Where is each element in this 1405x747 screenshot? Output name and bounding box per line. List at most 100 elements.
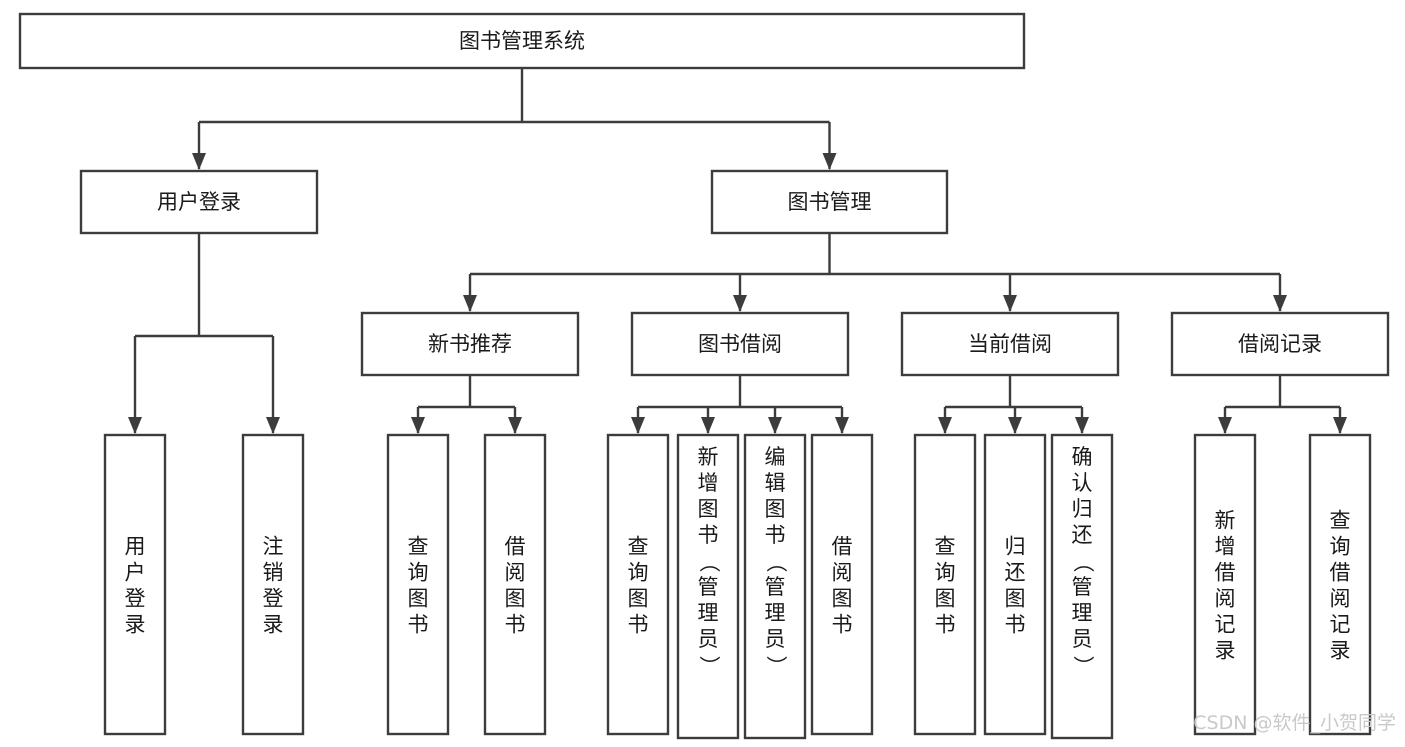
node-label-char: ）	[697, 656, 721, 677]
node-box-borrow-record	[1170, 311, 1390, 377]
arrow-head-icon	[1008, 417, 1022, 434]
node-label-char: 员	[1072, 627, 1093, 651]
node-label-char: 图	[628, 587, 649, 611]
node-label-char: 登	[125, 587, 146, 611]
arrow-head-icon	[938, 417, 952, 434]
node-label-borrow-record: 借阅记录	[1238, 332, 1322, 356]
node-label-char: 阅	[1330, 587, 1351, 611]
node-label-char: 编	[765, 445, 786, 469]
node-label-book-borrow: 图书借阅	[698, 332, 782, 356]
arrow-head-icon	[631, 417, 645, 434]
node-label-char: 图	[765, 497, 786, 521]
node-box-leaf-query-borrow-record	[1308, 433, 1372, 736]
node-box-book-manage	[710, 169, 949, 235]
node-label-char: 借	[505, 535, 526, 559]
node-label-user-login: 用户登录	[157, 190, 241, 214]
node-label-char: 销	[263, 561, 284, 585]
node-label-char: 查	[1330, 509, 1351, 533]
node-label-char: 增	[698, 471, 719, 495]
node-label-book-manage: 图书管理	[788, 190, 872, 214]
arrow-head-icon	[1075, 417, 1089, 434]
node-box-leaf-user-login	[103, 433, 167, 736]
node-box-leaf-add-borrow-record	[1193, 433, 1257, 736]
node-label-char: 还	[1005, 561, 1026, 585]
arrow-head-icon	[1003, 295, 1017, 312]
arrow-head-icon	[128, 417, 142, 434]
node-label-char: 理	[1072, 601, 1093, 625]
node-label-char: 增	[1215, 535, 1236, 559]
arrow-head-icon	[822, 153, 837, 170]
node-label-char: 认	[1072, 471, 1093, 495]
connector-lines-group	[128, 68, 1347, 434]
node-user-login[interactable]: 用户登录	[79, 169, 319, 235]
node-label-char: 登	[263, 587, 284, 611]
node-book-borrow[interactable]: 图书借阅	[630, 311, 850, 377]
node-label-root: 图书管理系统	[459, 29, 585, 53]
node-new-book-rec[interactable]: 新书推荐	[360, 311, 580, 377]
node-label-char: 询	[935, 561, 956, 585]
node-box-leaf-query-book-rec	[386, 433, 450, 736]
node-label-char: 书	[505, 613, 526, 637]
arrow-head-icon	[733, 295, 747, 312]
node-label-char: 理	[765, 601, 786, 625]
node-label-char: 阅	[832, 561, 853, 585]
node-label-char: 询	[408, 561, 429, 585]
node-borrow-record[interactable]: 借阅记录	[1170, 311, 1390, 377]
node-root[interactable]: 图书管理系统	[18, 12, 1026, 70]
node-boxes-group: 图书管理系统用户登录图书管理新书推荐图书借阅当前借阅借阅记录用户登录注销登录查询…	[18, 12, 1390, 740]
node-box-user-login	[79, 169, 319, 235]
node-label-char: 阅	[505, 561, 526, 585]
node-label-char: 员	[765, 627, 786, 651]
node-label-char: 图	[698, 497, 719, 521]
node-label-char: （	[697, 552, 721, 573]
csdn-watermark: CSDN @软件_小贺同学	[1193, 712, 1396, 734]
node-label-char: 录	[263, 613, 284, 637]
arrow-head-icon	[192, 153, 206, 170]
node-label-char: （	[764, 552, 788, 573]
node-label-char: 书	[1005, 613, 1026, 637]
node-label-char: 借	[832, 535, 853, 559]
node-leaf-user-login[interactable]: 用户登录	[103, 433, 167, 736]
node-label-char: ）	[764, 656, 788, 677]
node-label-char: 录	[125, 613, 146, 637]
node-label-char: 管	[698, 575, 719, 599]
node-box-leaf-borrow-book	[810, 433, 874, 736]
arrow-head-icon	[508, 417, 522, 434]
node-label-char: 借	[1215, 561, 1236, 585]
node-box-book-borrow	[630, 311, 850, 377]
node-label-char: 管	[765, 575, 786, 599]
node-label-char: 归	[1005, 535, 1026, 559]
node-label-char: 查	[935, 535, 956, 559]
node-label-char: 用	[125, 535, 146, 559]
node-box-leaf-add-book-admin	[676, 433, 740, 740]
node-box-current-borrow	[900, 311, 1120, 377]
node-label-char: 书	[408, 613, 429, 637]
node-box-leaf-confirm-return-admin	[1050, 433, 1114, 740]
node-current-borrow[interactable]: 当前借阅	[900, 311, 1120, 377]
node-label-char: 录	[1215, 639, 1236, 663]
node-box-new-book-rec	[360, 311, 580, 377]
node-box-root	[18, 12, 1026, 70]
node-book-manage[interactable]: 图书管理	[710, 169, 949, 235]
node-label-char: 注	[263, 535, 284, 559]
node-box-leaf-logout	[241, 433, 305, 736]
node-label-char: 借	[1330, 561, 1351, 585]
node-label-char: 还	[1072, 523, 1093, 547]
node-label-char: 图	[935, 587, 956, 611]
node-label-char: 询	[628, 561, 649, 585]
arrow-head-icon	[266, 417, 280, 434]
node-label-char: 管	[1072, 575, 1093, 599]
node-label-new-book-rec: 新书推荐	[428, 332, 512, 356]
